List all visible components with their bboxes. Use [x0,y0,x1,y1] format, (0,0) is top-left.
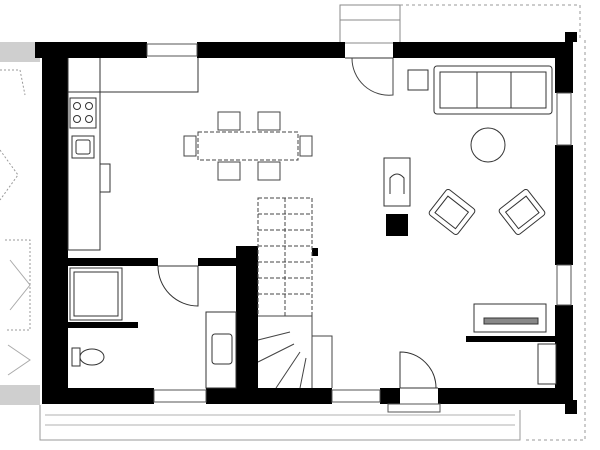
bathroom-fixtures [69,267,237,389]
exterior-surroundings [0,4,586,441]
pillars [312,214,408,256]
toilet [79,348,105,366]
side-cabinet [537,343,557,385]
exterior-walls [35,32,577,414]
armchair-right [498,189,546,235]
dining-set [183,111,313,181]
dining-table [197,131,299,161]
entry-steps [387,403,441,413]
round-table [470,127,506,163]
armchair-left [428,189,476,235]
interior-walls [68,246,556,396]
washbasin [211,333,233,365]
toilet-tank [71,347,81,367]
staircase [257,197,333,389]
kitchen [67,58,199,251]
living-furniture [383,65,557,385]
doors [157,57,438,389]
kitchen-sink [71,135,95,159]
windows [146,43,572,403]
stove [69,97,97,129]
